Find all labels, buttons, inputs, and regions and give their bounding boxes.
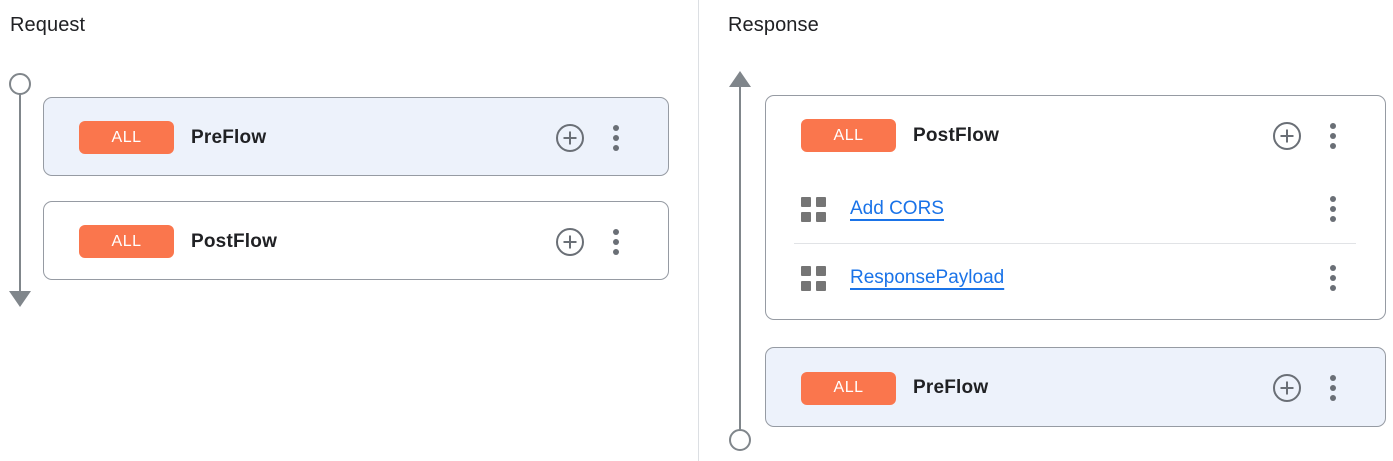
more-options-icon[interactable] xyxy=(611,123,621,153)
add-policy-icon[interactable] xyxy=(1272,121,1302,151)
policy-link-add-cors[interactable]: Add CORS xyxy=(850,198,944,219)
policy-grid-icon xyxy=(801,265,826,291)
policy-row-divider xyxy=(794,243,1356,244)
add-policy-icon[interactable] xyxy=(555,123,585,153)
response-panel-title: Response xyxy=(728,14,819,36)
condition-badge: ALL xyxy=(79,225,174,258)
request-panel-title: Request xyxy=(10,14,86,36)
response-timeline-arrow-icon xyxy=(729,71,751,451)
policy-link-responsepayload[interactable]: ResponsePayload xyxy=(850,267,1005,288)
add-policy-icon[interactable] xyxy=(1272,373,1302,403)
condition-badge: ALL xyxy=(801,371,896,405)
condition-badge: ALL xyxy=(801,119,896,152)
flow-header: ALL PostFlow xyxy=(44,202,668,281)
request-preflow-card[interactable]: ALL PreFlow xyxy=(43,97,669,176)
flow-name: PostFlow xyxy=(913,124,1000,146)
more-options-icon[interactable] xyxy=(1328,194,1338,224)
request-timeline-arrow-icon xyxy=(9,73,31,307)
response-preflow-card[interactable]: ALL PreFlow xyxy=(765,347,1386,427)
more-options-icon[interactable] xyxy=(611,227,621,257)
more-options-icon[interactable] xyxy=(1328,373,1338,403)
add-policy-icon[interactable] xyxy=(555,227,585,257)
response-postflow-card[interactable]: ALL PostFlow Add CORS xyxy=(765,95,1386,320)
flow-name: PostFlow xyxy=(191,230,278,252)
policy-row: ResponsePayload xyxy=(766,244,1385,312)
policy-grid-icon xyxy=(801,196,826,222)
flow-header: ALL PostFlow xyxy=(766,96,1385,175)
more-options-icon[interactable] xyxy=(1328,263,1338,293)
flow-name: PreFlow xyxy=(913,377,989,398)
flow-header: ALL PreFlow xyxy=(766,348,1385,428)
more-options-icon[interactable] xyxy=(1328,121,1338,151)
panel-divider xyxy=(698,0,699,461)
flow-name: PreFlow xyxy=(191,126,267,148)
condition-badge: ALL xyxy=(79,121,174,154)
flow-header: ALL PreFlow xyxy=(44,98,668,177)
policy-row: Add CORS xyxy=(766,175,1385,243)
request-postflow-card[interactable]: ALL PostFlow xyxy=(43,201,669,280)
